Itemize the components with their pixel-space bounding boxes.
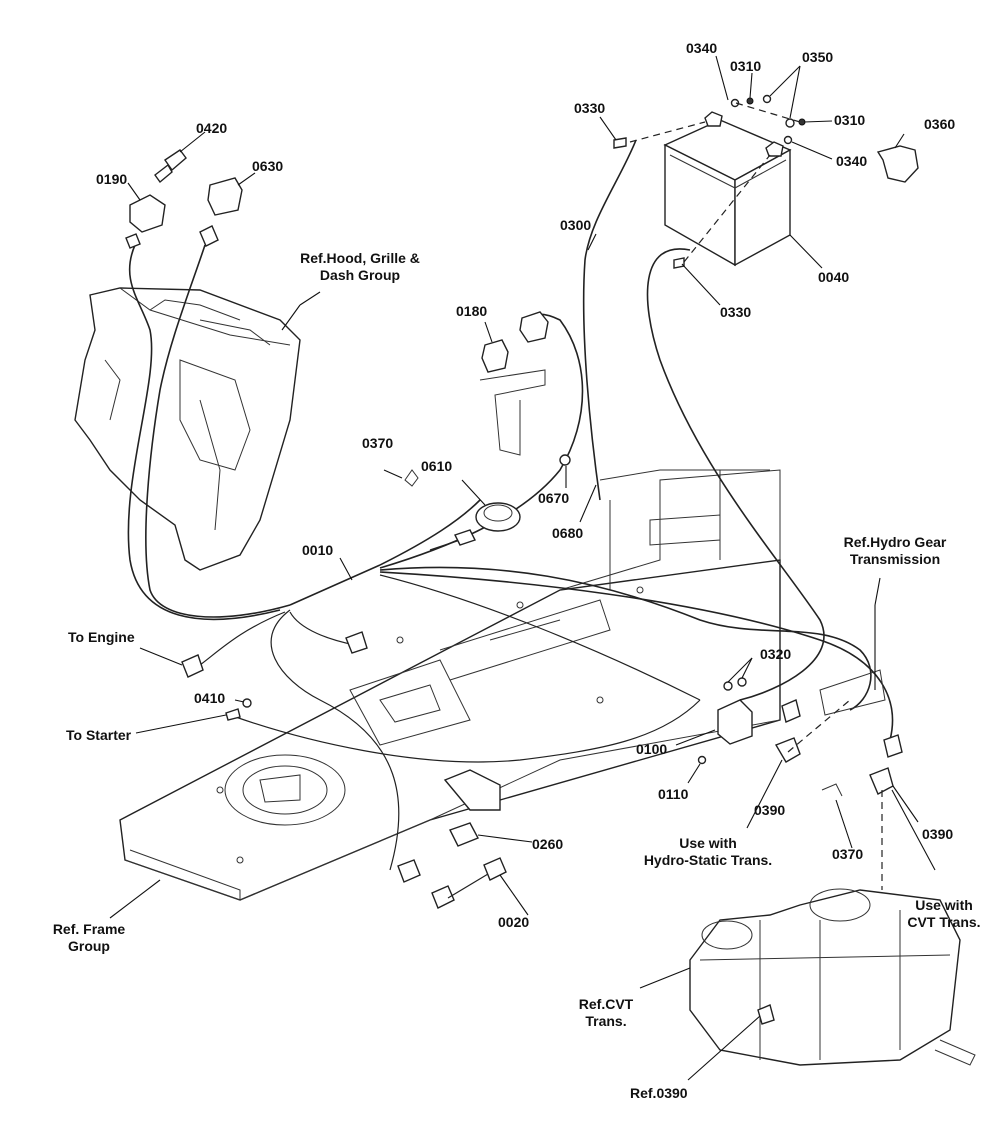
leader-lines [109,55,936,1081]
ref-frame-group: Ref. Frame Group [53,921,125,955]
callout-0330-bottom: 0330 [720,304,752,320]
ref-hydrostatic-use: Use with Hydro-Static Trans. [644,835,772,869]
callout-0370-right: 0370 [832,846,864,862]
callout-0020: 0020 [498,914,530,930]
callout-0340-top: 0340 [686,40,718,56]
callout-0370-left: 0370 [362,435,394,451]
battery-cable-0300 [582,139,637,501]
callout-0110: 0110 [658,786,689,802]
main-harness [127,244,894,871]
callout-0100: 0100 [636,741,668,757]
ref-hood-line2: Dash Group [319,267,401,283]
terminal-cover [876,145,919,183]
callout-0010: 0010 [302,542,334,558]
callout-0420: 0420 [196,120,228,136]
ref-frame-line1: Ref. Frame [52,921,126,937]
callout-0320: 0320 [760,646,792,662]
battery-cable-ground [646,248,825,701]
callout-0390-right: 0390 [922,826,954,842]
ref-frame-line2: Group [67,938,110,954]
callout-0630: 0630 [252,158,284,174]
callout-0180: 0180 [456,303,488,319]
callout-0680: 0680 [552,525,584,541]
connectors [125,149,903,909]
callout-0040: 0040 [818,269,850,285]
callout-0330-top: 0330 [574,100,606,116]
ref-hydrostatic-line2: Hydro-Static Trans. [643,852,773,868]
callout-0350: 0350 [802,49,834,65]
ref-hood-line1: Ref.Hood, Grille & [300,250,420,266]
callout-0670: 0670 [538,490,570,506]
callout-0310-right: 0310 [834,112,866,128]
ref-cvt-use-line2: CVT Trans. [907,914,981,930]
ref-cvt-line1: Ref.CVT [578,996,634,1012]
ref-hydrostatic-line1: Use with [679,835,737,851]
battery [663,111,792,267]
battery-link-dashed-2 [683,154,771,263]
transmission [689,888,976,1066]
callout-0410: 0410 [194,690,226,706]
ref-hydro-line1: Ref.Hydro Gear [843,534,947,550]
ref-cvt-use: Use with CVT Trans. [907,897,980,931]
callout-0190: 0190 [96,171,128,187]
ref-to-engine: To Engine [68,629,135,645]
ref-to-starter: To Starter [66,727,132,743]
callout-0340-right: 0340 [836,153,868,169]
ref-cvt-line2: Trans. [585,1013,627,1029]
callout-0610: 0610 [421,458,453,474]
ref-cvt-use-line1: Use with [915,897,973,913]
callout-0260: 0260 [532,836,564,852]
dash-panel [74,287,301,571]
ref-cvt-trans: Ref.CVT Trans. [579,996,633,1030]
callout-0390-middle: 0390 [754,802,786,818]
battery-link-dashed [629,121,706,143]
callout-0310-top: 0310 [730,58,762,74]
callout-0360: 0360 [924,116,956,132]
callout-0300: 0300 [560,217,592,233]
ref-hydro-gear-transmission: Ref.Hydro Gear Transmission [844,534,947,568]
ref-hood-grille-dash: Ref.Hood, Grille & Dash Group [300,250,420,284]
frame-assembly [119,469,781,901]
dash-0390a [787,699,851,753]
ref-0390: Ref.0390 [630,1085,688,1101]
ref-hydro-line2: Transmission [849,551,941,567]
